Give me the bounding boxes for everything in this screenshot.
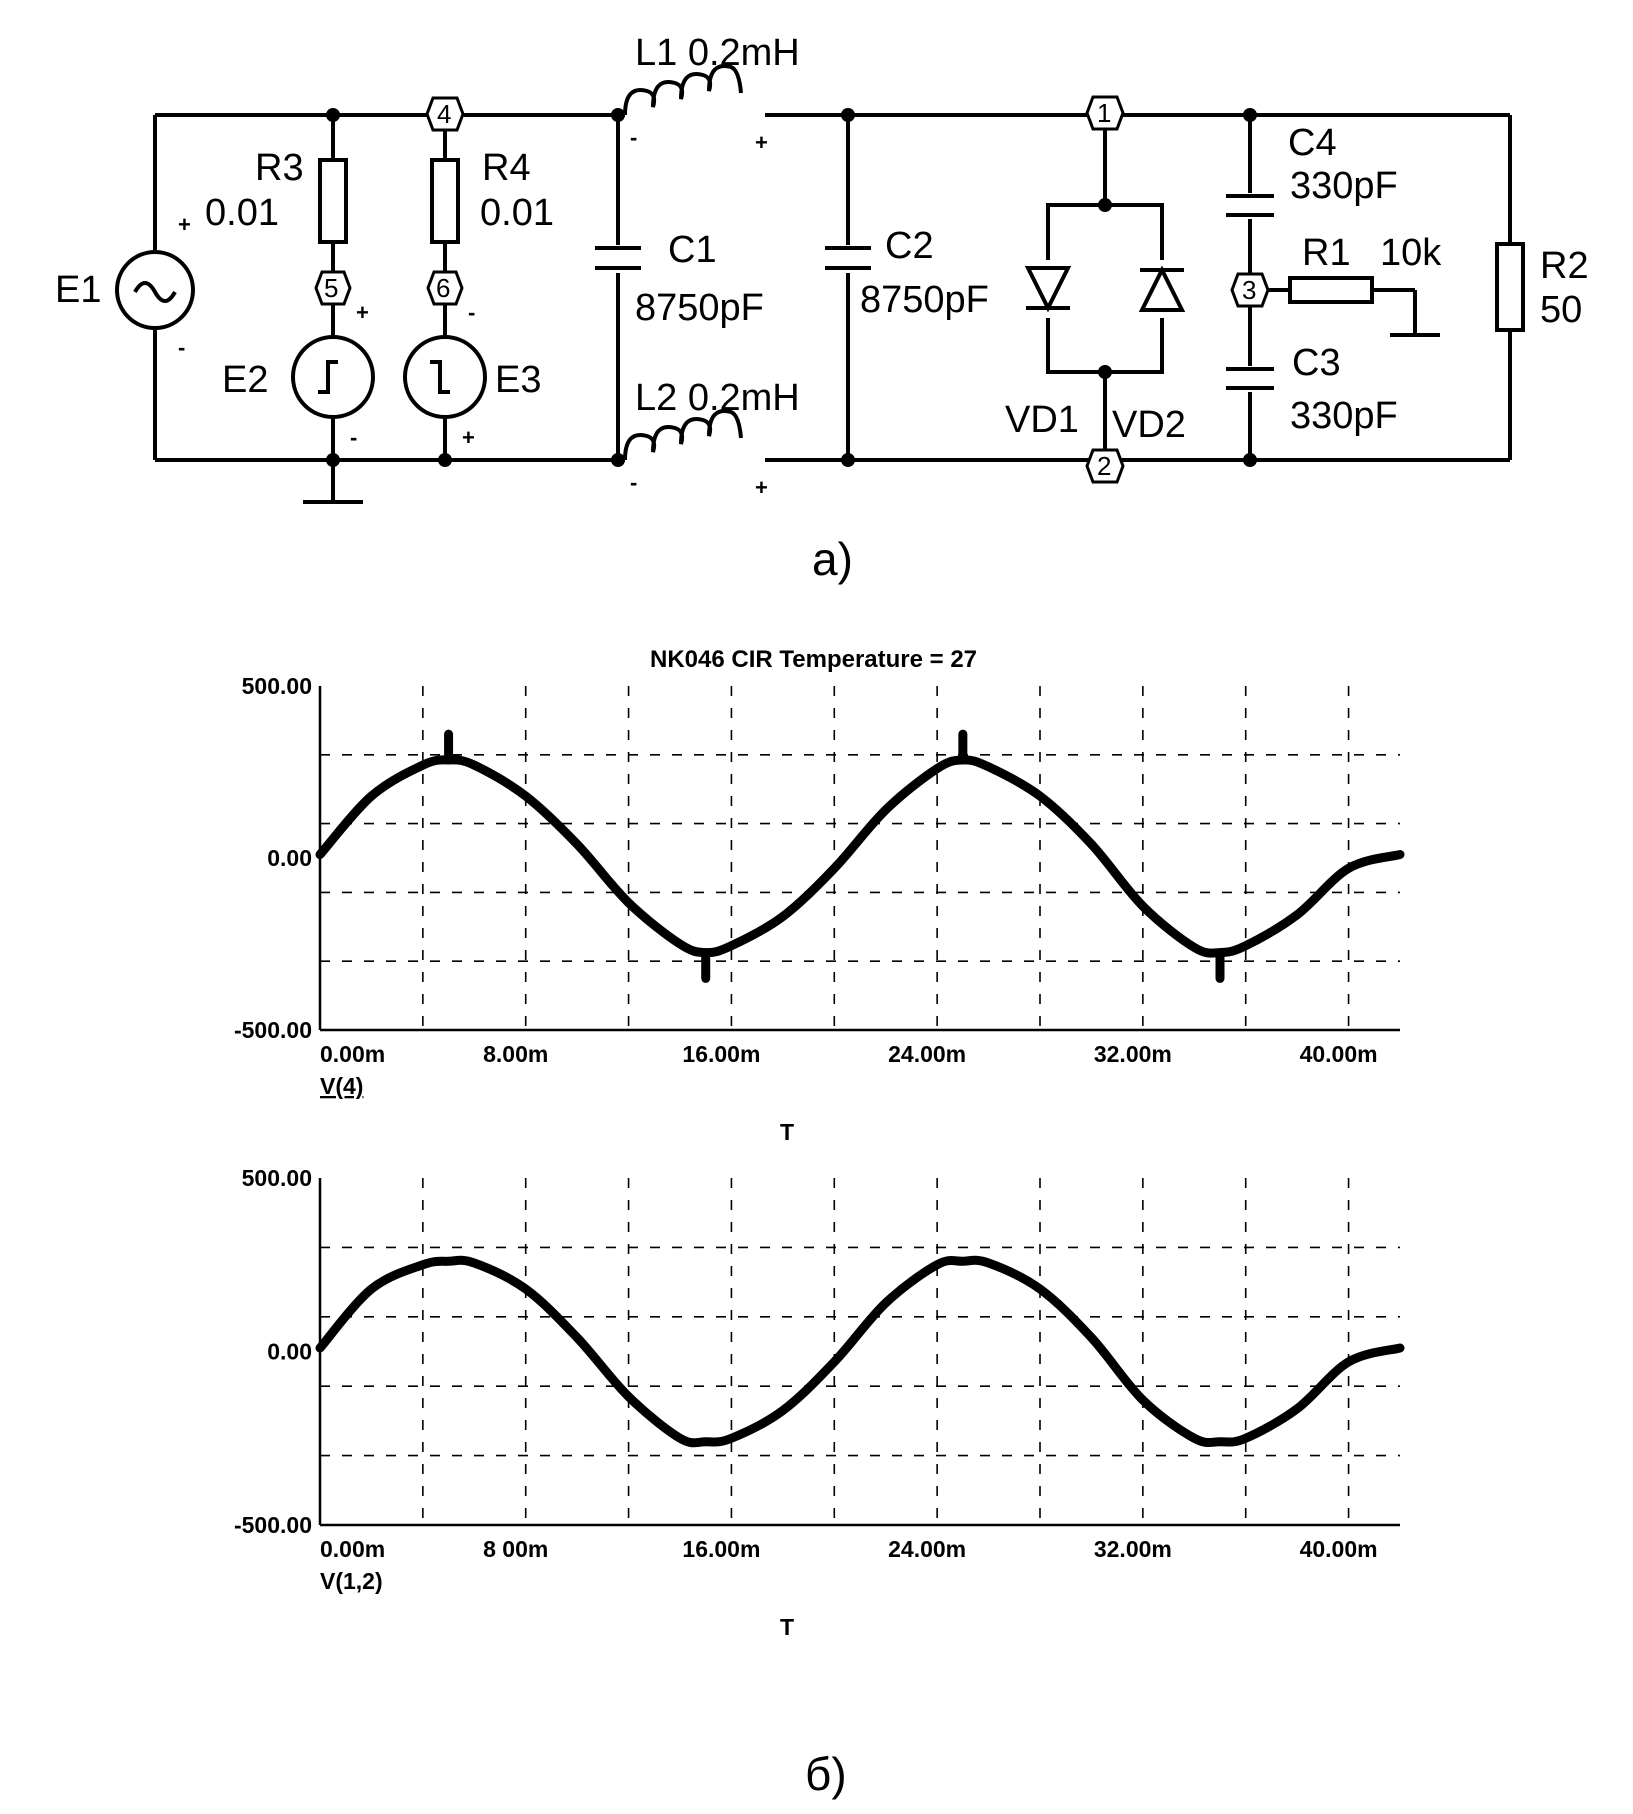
c2-value: 8750pF [860,279,989,321]
c3-value: 330pF [1290,395,1398,437]
e1-ac-source-icon [115,250,195,330]
r2-resistor [1495,242,1525,332]
y-tick-label: 0.00 [267,845,312,871]
l1-minus: - [630,125,637,150]
x-tick-label: 8 00m [483,1536,548,1562]
e2-plus: + [356,300,369,325]
node-3: 3 [1230,272,1270,308]
x-tick-label: 8.00m [483,1041,548,1067]
svg-text:5: 5 [324,273,338,303]
plot-title: NK046 CIR Temperature = 27 [650,646,977,673]
y-tick-label: 0.00 [267,1339,312,1365]
c1-label: C1 [668,229,717,271]
c1-value: 8750pF [635,287,764,329]
l2-plus: + [755,475,768,500]
e2-label: E2 [222,359,268,401]
c4-value: 330pF [1290,165,1398,207]
r3-label: R3 [255,147,304,189]
r1-resistor [1288,276,1374,304]
x-tick-label: 40.00m [1300,1041,1378,1067]
node-6: 6 [426,270,464,306]
x-tick-label: 32.00m [1094,1536,1172,1562]
x-axis-label: T [780,1119,794,1145]
series-line [315,1255,1405,1448]
node-2: 2 [1085,448,1125,484]
r4-label: R4 [482,147,531,189]
l1-plus: + [755,130,768,155]
r3-resistor [318,158,348,244]
svg-text:3: 3 [1242,275,1256,305]
y-tick-label: 500.00 [242,673,312,699]
y-tick-label: 500.00 [242,1165,312,1191]
x-tick-label: 24.00m [888,1536,966,1562]
c3-label: C3 [1292,342,1341,384]
e1-plus: + [178,212,191,237]
l2-inductor [623,409,743,461]
x-tick-label: 16.00m [682,1536,760,1562]
r2-value: 50 [1540,289,1582,331]
r4-resistor [430,158,460,244]
x-tick-label: 0.00m [320,1536,385,1562]
x-tick-label: 16.00m [682,1041,760,1067]
x-tick-label: 32.00m [1094,1041,1172,1067]
l1-label: L1 0.2mH [635,32,800,74]
x-tick-label: 40.00m [1300,1536,1378,1562]
r1-value: 10k [1380,232,1442,274]
r2-label: R2 [1540,245,1589,287]
vd1-diode-icon [1024,266,1072,313]
circuit-schematic: E1 + - R3 0.01 5 E2 + - 4 R4 0.01 6 [55,32,1589,585]
c2-label: C2 [885,225,934,267]
e2-minus: - [350,425,357,450]
e2-step-source-icon [291,335,375,419]
x-tick-label: 0.00m [320,1041,385,1067]
series-line [315,755,1405,958]
node-1: 1 [1085,95,1125,131]
node-4: 4 [425,96,465,132]
svg-text:4: 4 [437,99,451,129]
r3-value: 0.01 [205,192,279,234]
e1-minus: - [178,335,185,360]
r1-label: R1 [1302,232,1351,274]
y-tick-label: -500.00 [234,1017,312,1043]
l2-label: L2 0.2mH [635,377,800,419]
svg-text:6: 6 [436,273,450,303]
series-label: V(1,2) [320,1568,383,1594]
e3-plus: + [462,425,475,450]
series-label: V(4) [320,1073,363,1099]
svg-text:2: 2 [1097,451,1111,481]
e3-step-source-icon [403,335,487,419]
y-tick-label: -500.00 [234,1512,312,1538]
x-tick-label: 24.00m [888,1041,966,1067]
e1-label: E1 [55,269,101,311]
plot-v4: 500.00 0.00 -500.00 0.00m 8.00m 16.00m 24.00m 3… [234,673,1405,1145]
x-axis-label: T [780,1614,794,1640]
e3-label: E3 [495,359,541,401]
c4-label: C4 [1288,122,1337,164]
svg-text:1: 1 [1097,98,1111,128]
e3-minus: - [468,300,475,325]
l2-minus: - [630,470,637,495]
vd2-diode-icon [1138,265,1186,312]
caption-b: б) [805,1748,847,1800]
l1-inductor [623,64,743,116]
node-5: 5 [314,270,352,306]
vd2-label: VD2 [1112,404,1186,446]
caption-a: а) [812,533,853,585]
vd1-label: VD1 [1005,399,1079,441]
plot-v12: 500.00 0.00 -500.00 0.00m 8 00m 16.00m 24.00m 3… [234,1165,1405,1640]
r4-value: 0.01 [480,192,554,234]
